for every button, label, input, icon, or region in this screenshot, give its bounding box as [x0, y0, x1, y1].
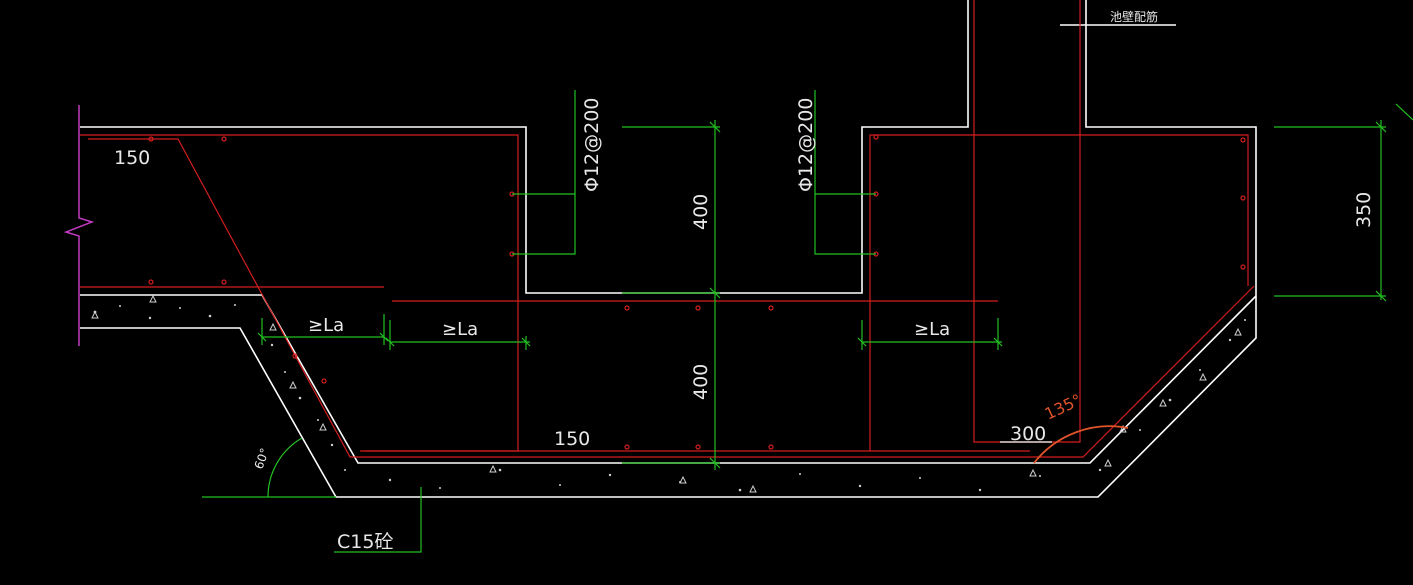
- dimension-lines: [202, 90, 1413, 553]
- wall-left-rebar: [869, 134, 1249, 451]
- break-line: [63, 105, 95, 346]
- concrete-leader: [334, 487, 422, 553]
- angle-60-label: 60°: [252, 446, 272, 471]
- angle-135-label: 135°: [1042, 390, 1085, 424]
- slab-top-outline: [80, 0, 969, 294]
- diagonal-bent-rebar: [88, 138, 1255, 458]
- dim-350-label: 350: [1353, 192, 1375, 228]
- dim-400-upper-label: 400: [690, 194, 712, 230]
- dim-150-top-label: 150: [114, 147, 150, 169]
- wall-core-rebar: [973, 0, 1081, 443]
- angle-60-arc: [267, 437, 303, 498]
- concrete-hatch-triangles: [91, 294, 1242, 493]
- anchor-1-label: ≥La: [308, 315, 344, 336]
- blinding-outline: [80, 296, 1257, 498]
- dim-150-bottom-label: 150: [554, 428, 590, 450]
- concrete-label: C15砼: [337, 531, 393, 553]
- rebar-left-label: Φ12@200: [581, 98, 603, 192]
- dim-300-label: 300: [1010, 423, 1046, 445]
- slab-top-rebar: [80, 134, 519, 452]
- dim-400-lower-label: 400: [690, 364, 712, 400]
- rebar-lines: [80, 0, 1255, 458]
- wall-rebar-label: 池壁配筋: [1110, 9, 1158, 24]
- anchor-3-label: ≥La: [914, 319, 950, 340]
- rebar-dots: [148, 134, 1246, 450]
- angle-135-arc: [1033, 425, 1129, 464]
- rebar-right-leader: [814, 193, 876, 255]
- rebar-left-leader: [512, 193, 576, 255]
- anchor-2-label: ≥La: [442, 319, 478, 340]
- rebar-right-label: Φ12@200: [795, 98, 817, 192]
